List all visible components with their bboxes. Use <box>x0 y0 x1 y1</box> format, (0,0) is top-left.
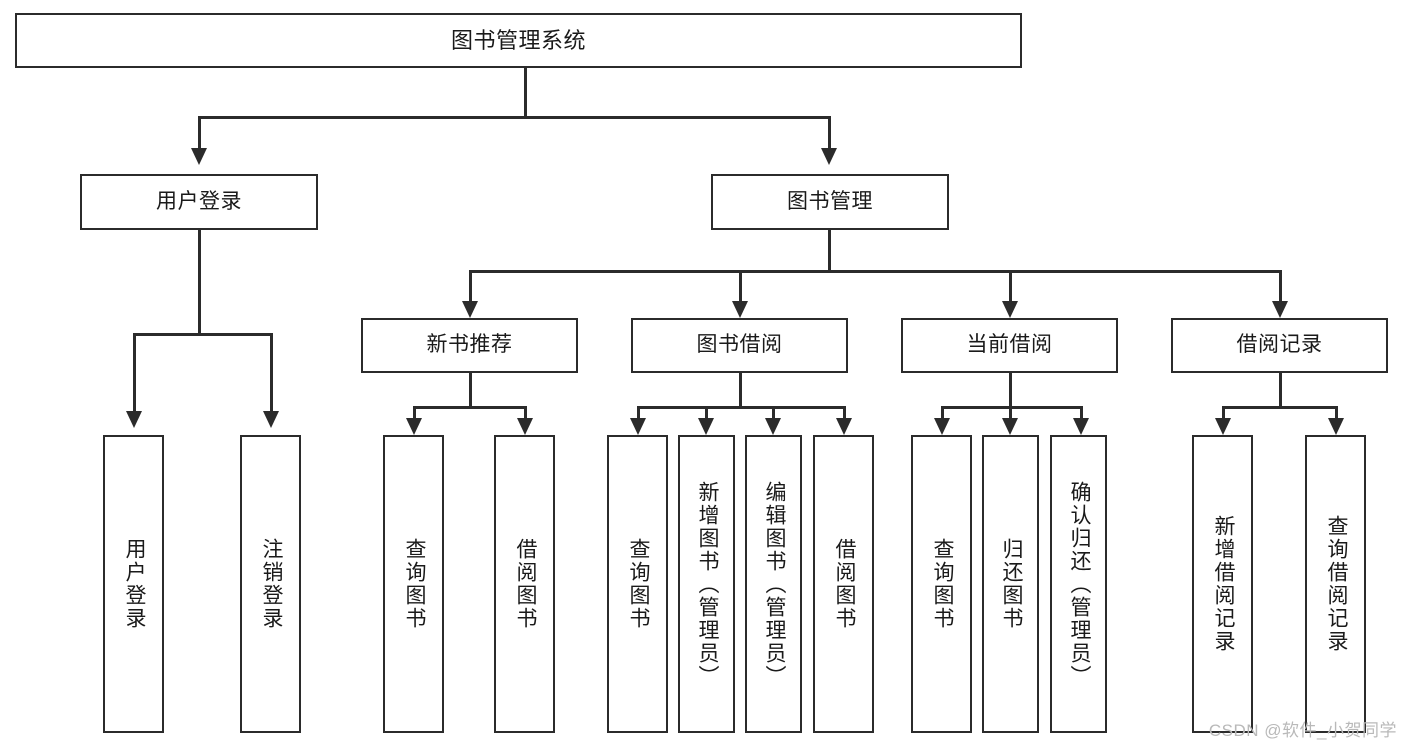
node-book-borrow[interactable]: 图书借阅 <box>631 318 848 373</box>
leaf-user-login-logout[interactable]: 注销登录 <box>240 435 301 733</box>
connector-root-to-user-login <box>198 116 201 152</box>
node-book-management[interactable]: 图书管理 <box>711 174 949 230</box>
connector-book-borrow-stem <box>739 373 742 408</box>
connector-book-borrow-to-leaf-3 <box>772 406 775 424</box>
arrowhead-book-borrow-leaf-1 <box>630 418 646 435</box>
connector-book-borrow-to-leaf-4 <box>843 406 846 424</box>
arrowhead-book-mgmt-book-borrow <box>732 301 748 318</box>
leaf-book-borrow-query[interactable]: 查询图书 <box>607 435 668 733</box>
node-label: 用户登录 <box>156 189 242 213</box>
arrowhead-book-borrow-leaf-3 <box>765 418 781 435</box>
arrowhead-current-borrow-leaf-1 <box>934 418 950 435</box>
node-label: 确认归还（管理员） <box>1067 480 1091 688</box>
arrowhead-root-to-user-login <box>191 148 207 165</box>
leaf-new-book-query[interactable]: 查询图书 <box>383 435 444 733</box>
connector-new-book-to-leaf-2 <box>524 406 527 424</box>
connector-book-mgmt-stem <box>828 230 831 272</box>
connector-book-borrow-split-bar <box>637 406 845 409</box>
connector-current-borrow-to-leaf-1 <box>941 406 944 424</box>
leaf-new-book-borrow[interactable]: 借阅图书 <box>494 435 555 733</box>
node-label: 借阅图书 <box>832 538 856 630</box>
node-root-system[interactable]: 图书管理系统 <box>15 13 1022 68</box>
node-label: 查询借阅记录 <box>1324 515 1348 653</box>
connector-book-mgmt-to-new-book <box>469 270 472 305</box>
connector-current-borrow-to-leaf-3 <box>1080 406 1083 424</box>
node-label: 查询图书 <box>626 538 650 630</box>
connector-root-split-bar <box>198 116 830 119</box>
connector-new-book-stem <box>469 373 472 408</box>
arrowhead-root-to-book-mgmt <box>821 148 837 165</box>
node-label: 编辑图书（管理员） <box>762 480 786 688</box>
arrowhead-book-mgmt-new-book <box>462 301 478 318</box>
node-label: 归还图书 <box>999 538 1023 630</box>
arrowhead-current-borrow-leaf-2 <box>1002 418 1018 435</box>
arrowhead-book-borrow-leaf-4 <box>836 418 852 435</box>
connector-borrow-record-stem <box>1279 373 1282 408</box>
connector-book-mgmt-to-book-borrow <box>739 270 742 305</box>
node-new-book-recommend[interactable]: 新书推荐 <box>361 318 578 373</box>
connector-user-login-split-bar <box>133 333 270 336</box>
node-label: 新增借阅记录 <box>1211 515 1235 653</box>
node-label: 借阅图书 <box>513 538 537 630</box>
leaf-book-borrow-borrow[interactable]: 借阅图书 <box>813 435 874 733</box>
arrowhead-new-book-leaf-1 <box>406 418 422 435</box>
arrowhead-borrow-record-leaf-1 <box>1215 418 1231 435</box>
connector-book-mgmt-to-current-borrow <box>1009 270 1012 305</box>
arrowhead-borrow-record-leaf-2 <box>1328 418 1344 435</box>
connector-root-stem <box>524 68 527 118</box>
arrowhead-user-login-leaf-1 <box>126 411 142 428</box>
arrowhead-book-borrow-leaf-2 <box>698 418 714 435</box>
connector-current-borrow-split-bar <box>941 406 1082 409</box>
leaf-current-borrow-return[interactable]: 归还图书 <box>982 435 1039 733</box>
connector-new-book-to-leaf-1 <box>413 406 416 424</box>
connector-user-login-to-leaf-1 <box>133 333 136 415</box>
leaf-book-borrow-add[interactable]: 新增图书（管理员） <box>678 435 735 733</box>
node-label: 用户登录 <box>122 538 146 630</box>
node-label: 查询图书 <box>930 538 954 630</box>
connector-current-borrow-to-leaf-2 <box>1009 406 1012 424</box>
arrowhead-user-login-leaf-2 <box>263 411 279 428</box>
connector-new-book-split-bar <box>413 406 526 409</box>
node-label: 注销登录 <box>259 538 283 630</box>
connector-user-login-to-leaf-2 <box>270 333 273 415</box>
node-current-borrow[interactable]: 当前借阅 <box>901 318 1118 373</box>
node-label: 图书管理系统 <box>450 27 586 53</box>
leaf-user-login-login[interactable]: 用户登录 <box>103 435 164 733</box>
connector-borrow-record-to-leaf-2 <box>1335 406 1338 424</box>
leaf-current-borrow-query[interactable]: 查询图书 <box>911 435 972 733</box>
connector-current-borrow-stem <box>1009 373 1012 408</box>
node-borrow-record[interactable]: 借阅记录 <box>1171 318 1388 373</box>
node-label: 新增图书（管理员） <box>695 480 719 688</box>
node-label: 查询图书 <box>402 538 426 630</box>
leaf-book-borrow-edit[interactable]: 编辑图书（管理员） <box>745 435 802 733</box>
node-label: 当前借阅 <box>966 333 1053 357</box>
connector-user-login-stem <box>198 230 201 335</box>
arrowhead-current-borrow-leaf-3 <box>1073 418 1089 435</box>
arrowhead-book-mgmt-current-borrow <box>1002 301 1018 318</box>
leaf-current-borrow-confirm-return[interactable]: 确认归还（管理员） <box>1050 435 1107 733</box>
connector-borrow-record-to-leaf-1 <box>1222 406 1225 424</box>
node-label: 借阅记录 <box>1236 333 1323 357</box>
connector-root-to-book-mgmt <box>828 116 831 152</box>
node-label: 新书推荐 <box>426 333 513 357</box>
connector-book-mgmt-split-bar <box>469 270 1280 273</box>
node-label: 图书管理 <box>787 189 873 213</box>
leaf-borrow-record-add[interactable]: 新增借阅记录 <box>1192 435 1253 733</box>
node-user-login[interactable]: 用户登录 <box>80 174 318 230</box>
connector-book-borrow-to-leaf-1 <box>637 406 640 424</box>
node-label: 图书借阅 <box>696 333 783 357</box>
arrowhead-book-mgmt-borrow-record <box>1272 301 1288 318</box>
arrowhead-new-book-leaf-2 <box>517 418 533 435</box>
leaf-borrow-record-query[interactable]: 查询借阅记录 <box>1305 435 1366 733</box>
connector-book-mgmt-to-borrow-record <box>1279 270 1282 305</box>
connector-borrow-record-split-bar <box>1222 406 1337 409</box>
connector-book-borrow-to-leaf-2 <box>705 406 708 424</box>
